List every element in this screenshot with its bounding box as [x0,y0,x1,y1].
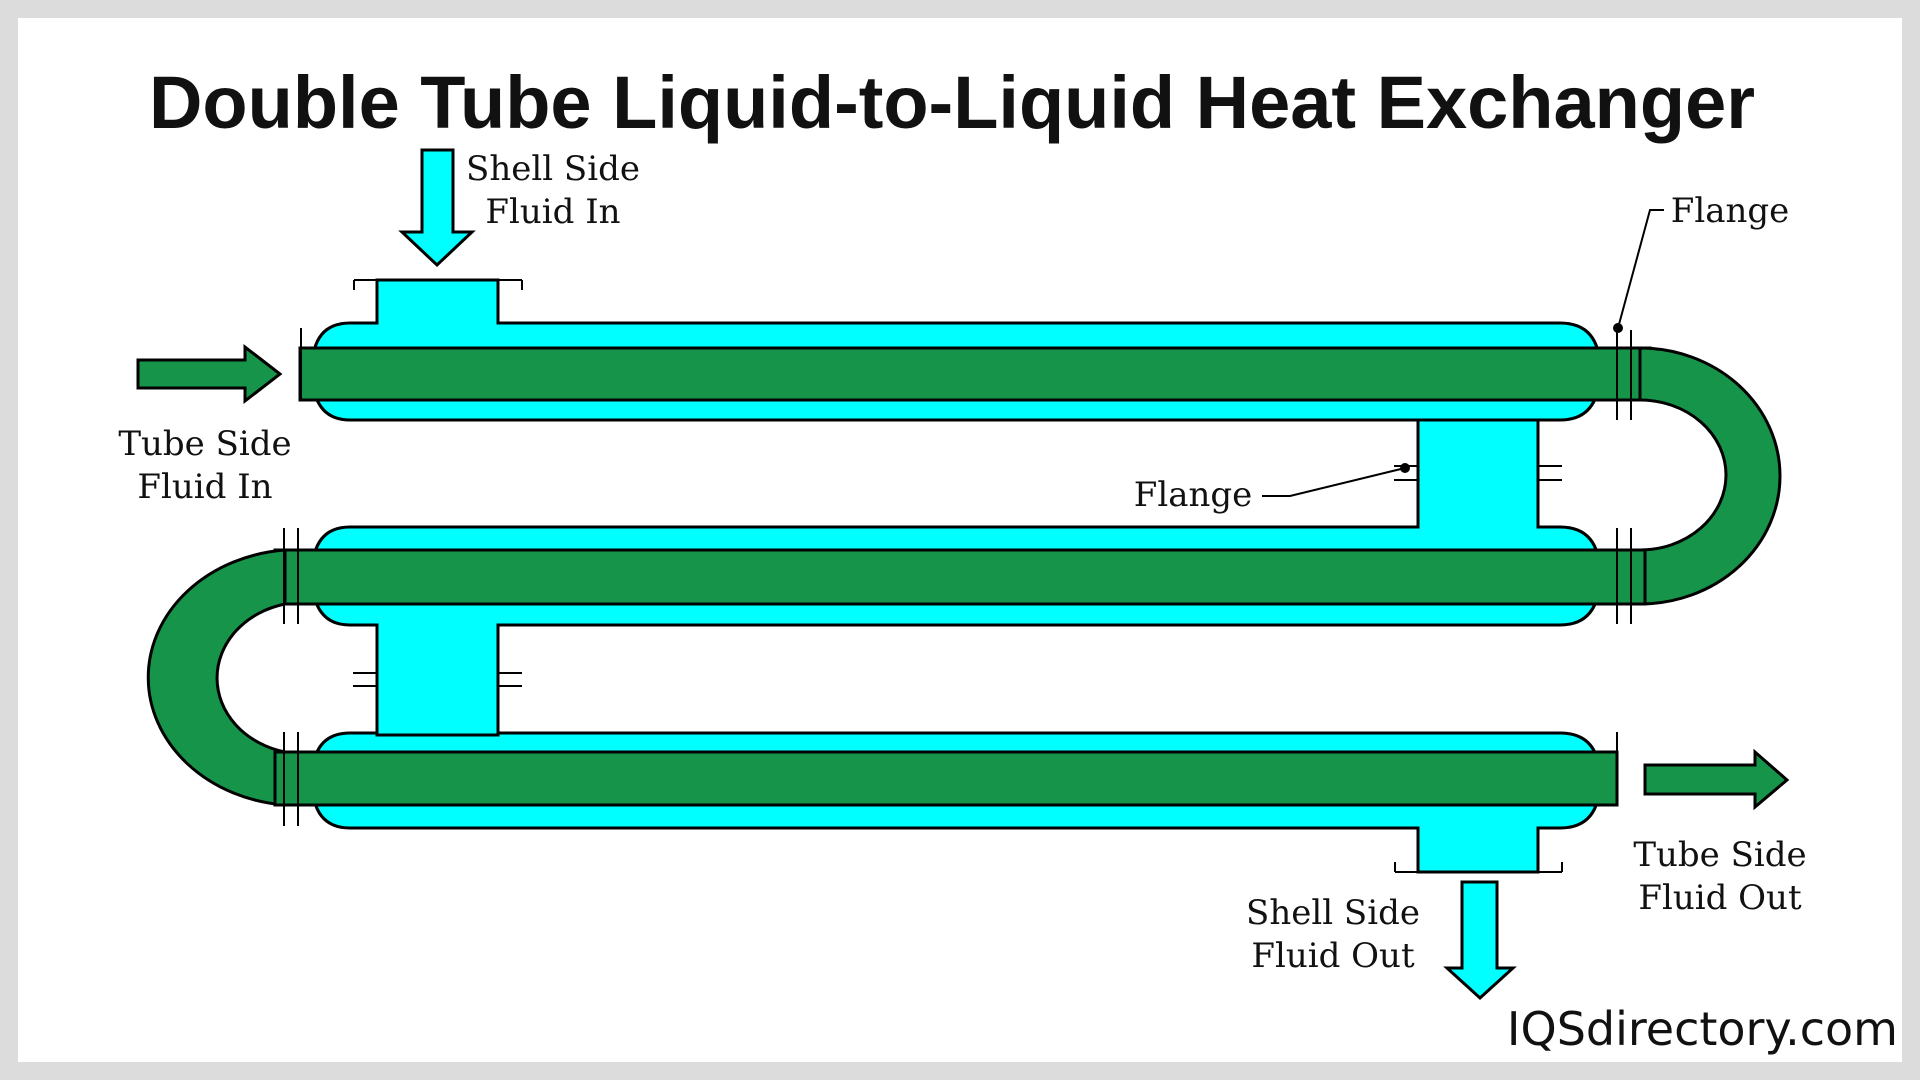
shell-out-label-line2: Fluid Out [1251,936,1415,976]
tube-bend-right [1638,346,1782,606]
tube-bend-left [146,548,287,807]
tube-out-label-line2: Fluid Out [1638,878,1802,918]
shell-out-arrow-icon [1443,880,1517,1001]
tube-path [146,346,1782,807]
flange-top-label: Flange [1671,191,1790,231]
tube-top [298,346,1652,402]
flange-mid-label: Flange [1134,475,1253,515]
tube-out-label-line1: Tube Side [1633,835,1806,875]
diagram-title: Double Tube Liquid-to-Liquid Heat Exchan… [149,61,1755,144]
flange-mid-dot [1400,463,1410,473]
shell-out-label-line1: Shell Side [1246,893,1420,933]
flange-top-leader [1617,209,1664,329]
shell-in-label-line2: Fluid In [485,192,620,232]
tube-in-label-line2: Fluid In [137,467,272,507]
shell-in-arrow-icon [398,148,476,268]
tube-bottom [273,750,1619,807]
tube-in-label-line1: Tube Side [118,424,291,464]
brand-watermark: IQSdirectory.com [1507,1002,1898,1056]
shell-in-label-line1: Shell Side [466,149,640,189]
flange-mid-leader [1262,467,1406,497]
flanges [283,279,1632,873]
flange-top-dot [1613,323,1623,333]
tube-in-arrow-icon [136,343,283,405]
tube-out-arrow-icon [1643,748,1790,811]
tube-middle [273,548,1647,606]
